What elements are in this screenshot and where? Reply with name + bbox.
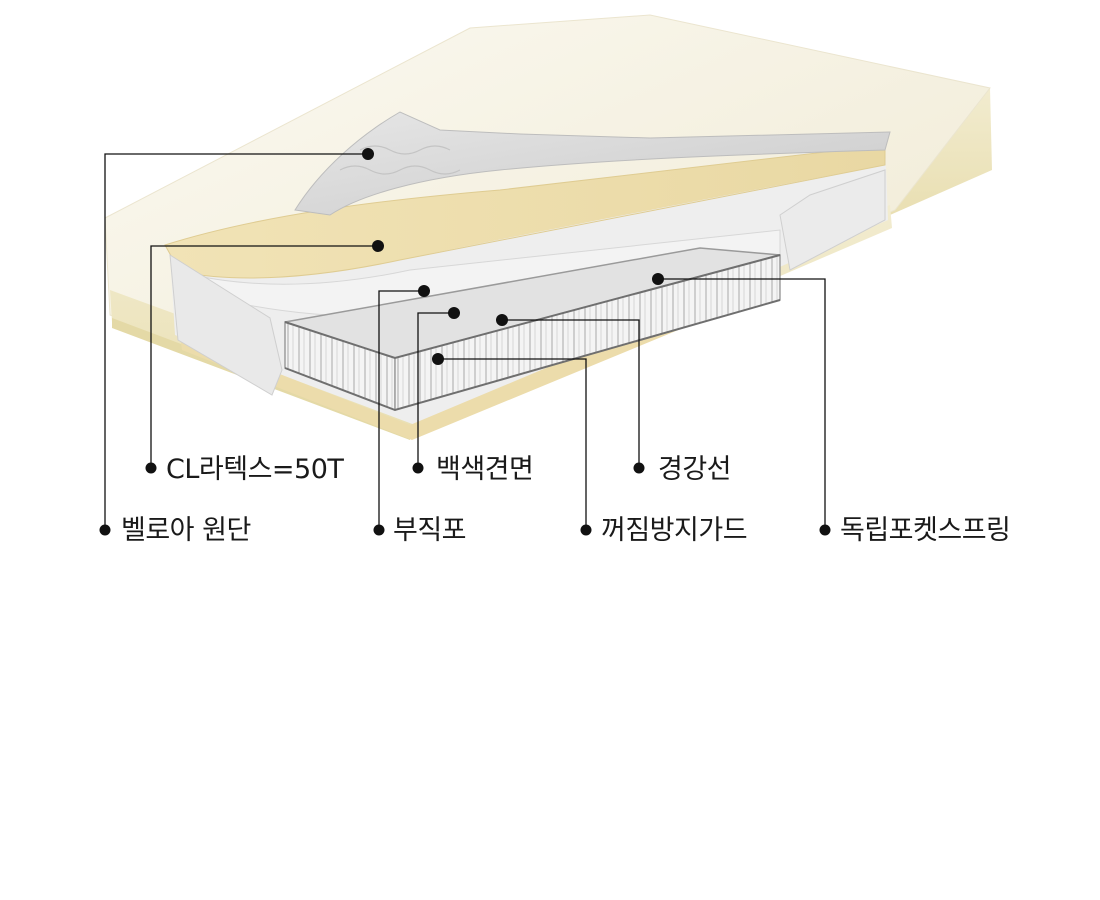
label-hardened-wire: 경강선 [658, 454, 732, 485]
anti-sag-guard-left [169, 254, 283, 396]
anchor-dot-spring [652, 273, 664, 285]
latex-layer-bottom [180, 270, 780, 440]
anchor-dot-nonwoven [418, 285, 430, 297]
anti-sag-guard-right [779, 169, 886, 271]
anchor-dot-wire [496, 314, 508, 326]
leader-line-velour [104, 153, 368, 530]
label-anti-sag-guard: 꺼짐방지가드 [601, 515, 748, 546]
label-dot-spring [819, 524, 831, 536]
label-velour-fabric: 벨로아 원단 [121, 515, 251, 546]
velour-flap [294, 111, 891, 216]
label-dot-latex [145, 462, 157, 474]
hardened-wire-frame [284, 254, 781, 412]
leader-line-wire [502, 319, 640, 468]
leader-line-latex [150, 245, 378, 468]
leader-lines [104, 153, 826, 530]
velour-flap-quilting [339, 145, 461, 175]
leader-line-nonwoven [378, 290, 424, 530]
label-dot-cotton [412, 462, 424, 474]
label-pocket-spring: 독립포켓스프링 [840, 515, 1011, 546]
label-dot-nonwoven [373, 524, 385, 536]
label-white-cotton: 백색견면 [436, 454, 534, 485]
leader-line-guard [438, 358, 587, 530]
anchor-dot-cotton [448, 307, 460, 319]
label-dot-wire [633, 462, 645, 474]
label-dot-velour [99, 524, 111, 536]
label-cl-latex: CL라텍스=50T [166, 454, 344, 485]
anchor-dot-latex [372, 240, 384, 252]
leader-line-cotton [417, 312, 454, 468]
anchor-dot-guard [432, 353, 444, 365]
label-dot-guard [580, 524, 592, 536]
label-nonwoven: 부직포 [393, 515, 467, 546]
anchor-dot-velour [362, 148, 374, 160]
leader-line-spring [658, 278, 826, 530]
